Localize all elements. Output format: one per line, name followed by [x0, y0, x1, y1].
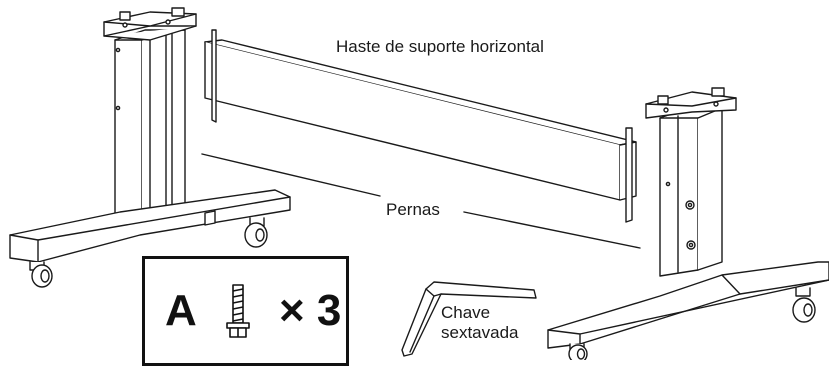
hex-key-icon	[401, 281, 537, 357]
horizontal-rod-label: Haste de suporte horizontal	[336, 37, 544, 56]
part-quantity: × 3	[279, 286, 342, 335]
part-letter: A	[165, 286, 197, 335]
hex-key-label-line1: Chave	[441, 303, 491, 322]
horizontal-rod	[204, 29, 637, 223]
hex-key-label: Chave sextavada	[441, 303, 531, 343]
legs-label: Pernas	[382, 200, 444, 220]
caster-icon	[244, 217, 268, 248]
leader-lines	[201, 153, 641, 249]
caster-icon	[792, 287, 816, 323]
bolt-icon	[226, 284, 250, 338]
parts-box: A × 3	[142, 256, 349, 366]
left-leg	[9, 7, 291, 288]
right-leg	[547, 87, 829, 360]
caster-icon	[29, 261, 53, 288]
caster-icon	[568, 343, 588, 360]
hex-key-label-line2: sextavada	[441, 323, 519, 342]
